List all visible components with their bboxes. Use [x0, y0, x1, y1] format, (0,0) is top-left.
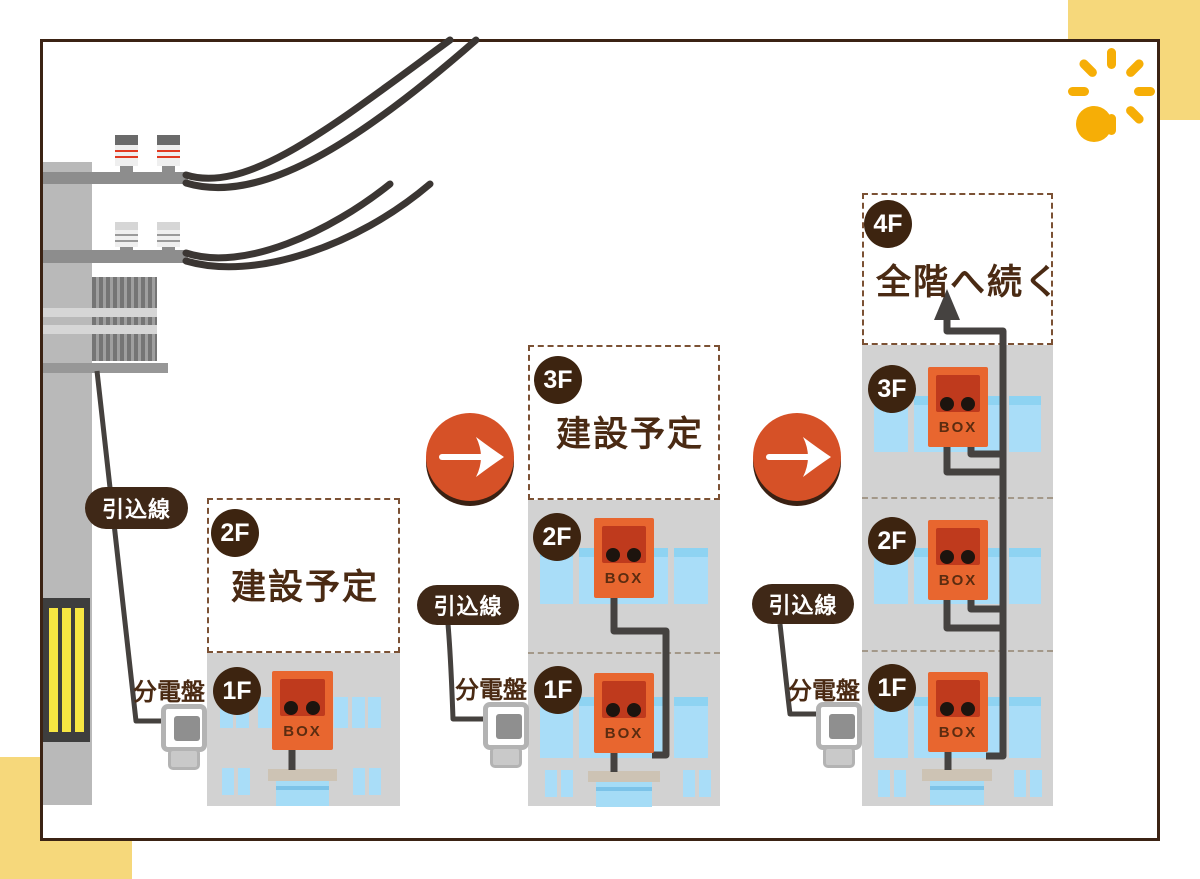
floor-badge: 1F: [868, 664, 916, 712]
floor-divider: [862, 497, 1053, 499]
door: [276, 781, 329, 806]
window: [222, 768, 234, 795]
box-dot: [961, 550, 975, 564]
window: [334, 697, 348, 728]
floor-badge-planned: 3F: [534, 356, 582, 404]
distribution-board-base: [168, 748, 200, 770]
box-label: BOX: [604, 725, 644, 742]
door: [930, 781, 984, 805]
window: [368, 697, 381, 728]
window: [258, 697, 272, 728]
window: [699, 770, 711, 797]
floor-badge: 2F: [868, 517, 916, 565]
insulator: [157, 222, 180, 252]
box-dot: [940, 702, 954, 716]
window: [369, 768, 381, 795]
arrow-right-icon: [426, 413, 514, 501]
plan-note: 全階へ続く: [876, 263, 1062, 302]
window: [1030, 770, 1042, 797]
window: [561, 770, 573, 797]
window: [238, 768, 250, 795]
insulator: [157, 135, 180, 172]
distribution-board-label: 分電盤: [133, 679, 205, 706]
window: [683, 770, 695, 797]
junction-box: BOX: [928, 672, 988, 752]
distribution-board-label: 分電盤: [455, 677, 527, 704]
box-label: BOX: [938, 572, 978, 589]
box-label: BOX: [604, 570, 644, 587]
distribution-board-label: 分電盤: [788, 678, 860, 705]
distribution-board: [816, 702, 862, 750]
box-dot: [627, 548, 641, 562]
board-panel: [174, 716, 200, 741]
distribution-board-base: [490, 746, 522, 768]
box-label: BOX: [938, 724, 978, 741]
board-panel: [496, 714, 522, 739]
floor-badge-planned: 4F: [864, 200, 912, 248]
window: [353, 768, 365, 795]
crossarm-lower: [43, 250, 188, 263]
floor-badge: 1F: [534, 666, 582, 714]
insulator: [115, 222, 138, 252]
door: [596, 782, 652, 807]
junction-box: BOX: [928, 520, 988, 600]
distribution-board: [161, 704, 207, 752]
junction-box: BOX: [272, 671, 333, 750]
box-label: BOX: [283, 723, 322, 740]
entrance-base: [922, 769, 992, 781]
pole-bracket: [43, 363, 168, 373]
crossarm-upper: [43, 172, 188, 184]
plan-note: 建設予定: [231, 568, 380, 607]
window: [352, 697, 365, 728]
window: [1014, 770, 1026, 797]
box-dot: [606, 548, 620, 562]
junction-box: BOX: [594, 673, 654, 753]
window: [545, 770, 557, 797]
board-panel: [829, 714, 855, 739]
box-dot: [961, 397, 975, 411]
floor-divider: [862, 650, 1053, 652]
service-line-label: 引込線: [85, 487, 188, 529]
box-dot: [284, 701, 298, 715]
box-dot: [306, 701, 320, 715]
box-dot: [606, 703, 620, 717]
junction-box: BOX: [594, 518, 654, 598]
box-dot: [940, 550, 954, 564]
distribution-board-base: [823, 746, 855, 768]
box-dot: [940, 397, 954, 411]
floor-badge: 3F: [868, 365, 916, 413]
floor-badge: 1F: [213, 667, 261, 715]
window: [878, 770, 890, 797]
entrance-base: [588, 771, 660, 782]
window: [894, 770, 906, 797]
junction-box: BOX: [928, 367, 988, 447]
box-label: BOX: [938, 419, 978, 436]
floor-badge: 2F: [533, 513, 581, 561]
distribution-board: [483, 702, 529, 750]
pole-hazard-stripes: [43, 598, 90, 742]
insulator: [115, 135, 138, 172]
box-dot: [627, 703, 641, 717]
service-line-label: 引込線: [417, 585, 519, 625]
floor-divider: [528, 652, 720, 654]
plan-note: 建設予定: [556, 415, 705, 454]
floor-badge-planned: 2F: [211, 509, 259, 557]
entrance-base: [268, 769, 337, 781]
transformer: [92, 277, 157, 361]
arrow-right-icon: [753, 413, 841, 501]
service-line-label: 引込線: [752, 584, 854, 624]
box-dot: [961, 702, 975, 716]
